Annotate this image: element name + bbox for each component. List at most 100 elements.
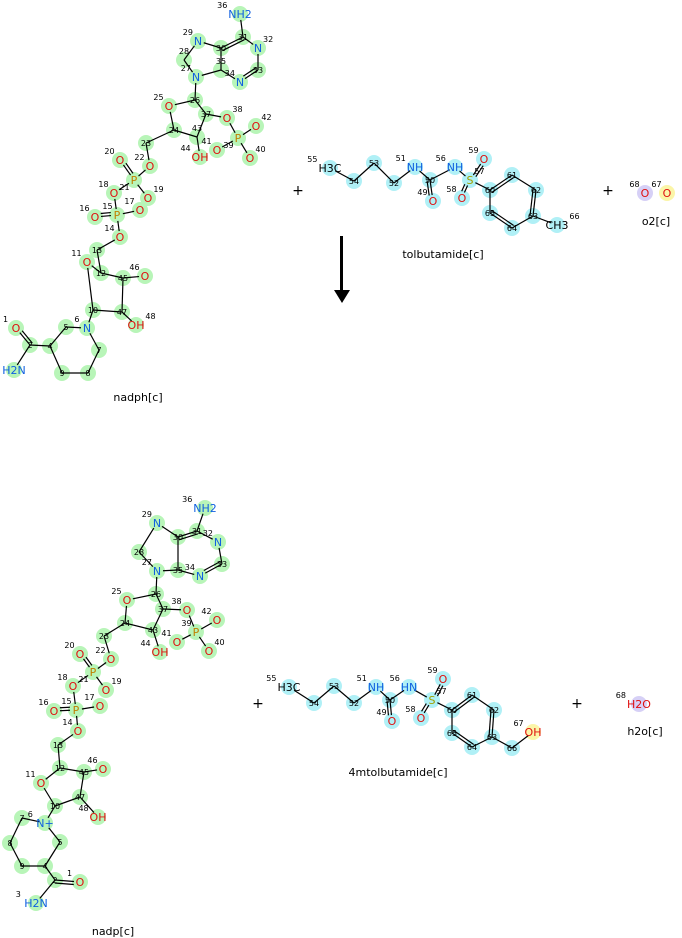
- atom[interactable]: 10: [50, 802, 60, 811]
- atom[interactable]: 65: [485, 209, 495, 218]
- atom[interactable]: 60: [447, 706, 457, 715]
- atom[interactable]: 10: [88, 306, 98, 315]
- atom[interactable]: N6: [74, 315, 91, 335]
- atom[interactable]: 28: [179, 47, 189, 56]
- atom[interactable]: 12: [55, 764, 65, 773]
- atom-number: 11: [71, 249, 81, 258]
- atom[interactable]: 30: [173, 533, 183, 542]
- molecule-label-nadph[interactable]: nadph[c]: [113, 391, 162, 404]
- atom[interactable]: 5: [57, 838, 62, 847]
- molecule-label-h2o[interactable]: h2o[c]: [627, 725, 662, 738]
- atom[interactable]: 30: [216, 44, 226, 53]
- atom-number: 59: [468, 146, 478, 155]
- atom[interactable]: 53: [329, 682, 339, 691]
- atom[interactable]: 61: [507, 171, 517, 180]
- atom[interactable]: 35: [173, 566, 183, 575]
- atom-symbol: P: [193, 626, 200, 639]
- atom[interactable]: 12: [96, 269, 106, 278]
- atom[interactable]: 13: [53, 741, 63, 750]
- atom[interactable]: 28: [134, 548, 144, 557]
- atom[interactable]: 24: [169, 126, 179, 135]
- atom[interactable]: 31: [238, 33, 248, 42]
- molecule-label-o2[interactable]: o2[c]: [642, 215, 670, 228]
- atom[interactable]: 62: [531, 186, 541, 195]
- atom[interactable]: 63: [528, 212, 538, 221]
- atom[interactable]: 7: [19, 814, 24, 823]
- atom[interactable]: 23: [141, 139, 151, 148]
- atom[interactable]: 43: [192, 124, 202, 133]
- atom[interactable]: 4: [42, 862, 47, 871]
- atom[interactable]: 4: [47, 342, 52, 351]
- atom[interactable]: 33: [217, 560, 227, 569]
- atom[interactable]: 66: [507, 744, 517, 753]
- molecule-label-tolbutamide[interactable]: tolbutamide[c]: [402, 248, 483, 261]
- atom[interactable]: 31: [192, 527, 202, 536]
- atom[interactable]: 37: [201, 110, 211, 119]
- atom[interactable]: 53: [369, 159, 379, 168]
- atom[interactable]: 13: [92, 246, 102, 255]
- atom[interactable]: 2: [27, 341, 32, 350]
- atom[interactable]: 65: [447, 729, 457, 738]
- atom[interactable]: 26: [190, 96, 200, 105]
- atom[interactable]: 33: [253, 66, 263, 75]
- atom[interactable]: O1: [3, 315, 21, 335]
- atom[interactable]: 52: [389, 179, 399, 188]
- atom[interactable]: 9: [59, 369, 64, 378]
- atom[interactable]: 9: [19, 862, 24, 871]
- molecule-tolbutamide[interactable]: O4950NH51525354H3C55NH56S57O58O596061626…: [307, 146, 579, 236]
- atom[interactable]: 8: [85, 369, 90, 378]
- atom[interactable]: 2: [52, 876, 57, 885]
- atom-number: 25: [153, 93, 163, 102]
- atom-symbol: O: [252, 120, 261, 133]
- atom[interactable]: 64: [467, 743, 477, 752]
- atom[interactable]: 8: [7, 839, 12, 848]
- atom[interactable]: 50: [385, 696, 395, 705]
- atom[interactable]: 60: [485, 186, 495, 195]
- atom[interactable]: 54: [349, 177, 359, 186]
- atom[interactable]: 43: [148, 626, 158, 635]
- atom[interactable]: 47: [75, 793, 85, 802]
- atom[interactable]: 54: [309, 699, 319, 708]
- atom[interactable]: 50: [425, 176, 435, 185]
- atom[interactable]: 26: [151, 590, 161, 599]
- molecule-label-4mtolbutamide[interactable]: 4mtolbutamide[c]: [349, 766, 448, 779]
- atom[interactable]: 5: [63, 323, 68, 332]
- atom[interactable]: 7: [96, 346, 101, 355]
- atom[interactable]: 23: [99, 632, 109, 641]
- molecule-label-nadp[interactable]: nadp[c]: [92, 925, 134, 938]
- atom[interactable]: 37: [158, 605, 168, 614]
- atom[interactable]: 64: [507, 224, 517, 233]
- atom[interactable]: 52: [349, 699, 359, 708]
- atom[interactable]: 62: [489, 706, 499, 715]
- molecule-nadph[interactable]: O12H2N345N678910O111213O14P15O16O17O18O1…: [0, 1, 273, 381]
- atom[interactable]: O1: [67, 869, 85, 889]
- atom[interactable]: 45: [79, 768, 89, 777]
- atom[interactable]: 45: [118, 274, 128, 283]
- atom[interactable]: 35: [216, 57, 226, 66]
- atom[interactable]: 47: [117, 308, 127, 317]
- atom[interactable]: 24: [120, 619, 130, 628]
- molecule-4mtolbutamide[interactable]: O4950NH51525354H3C55HN56S57O58O596061626…: [266, 666, 541, 756]
- atom[interactable]: 61: [467, 691, 477, 700]
- atom[interactable]: 63: [487, 733, 497, 742]
